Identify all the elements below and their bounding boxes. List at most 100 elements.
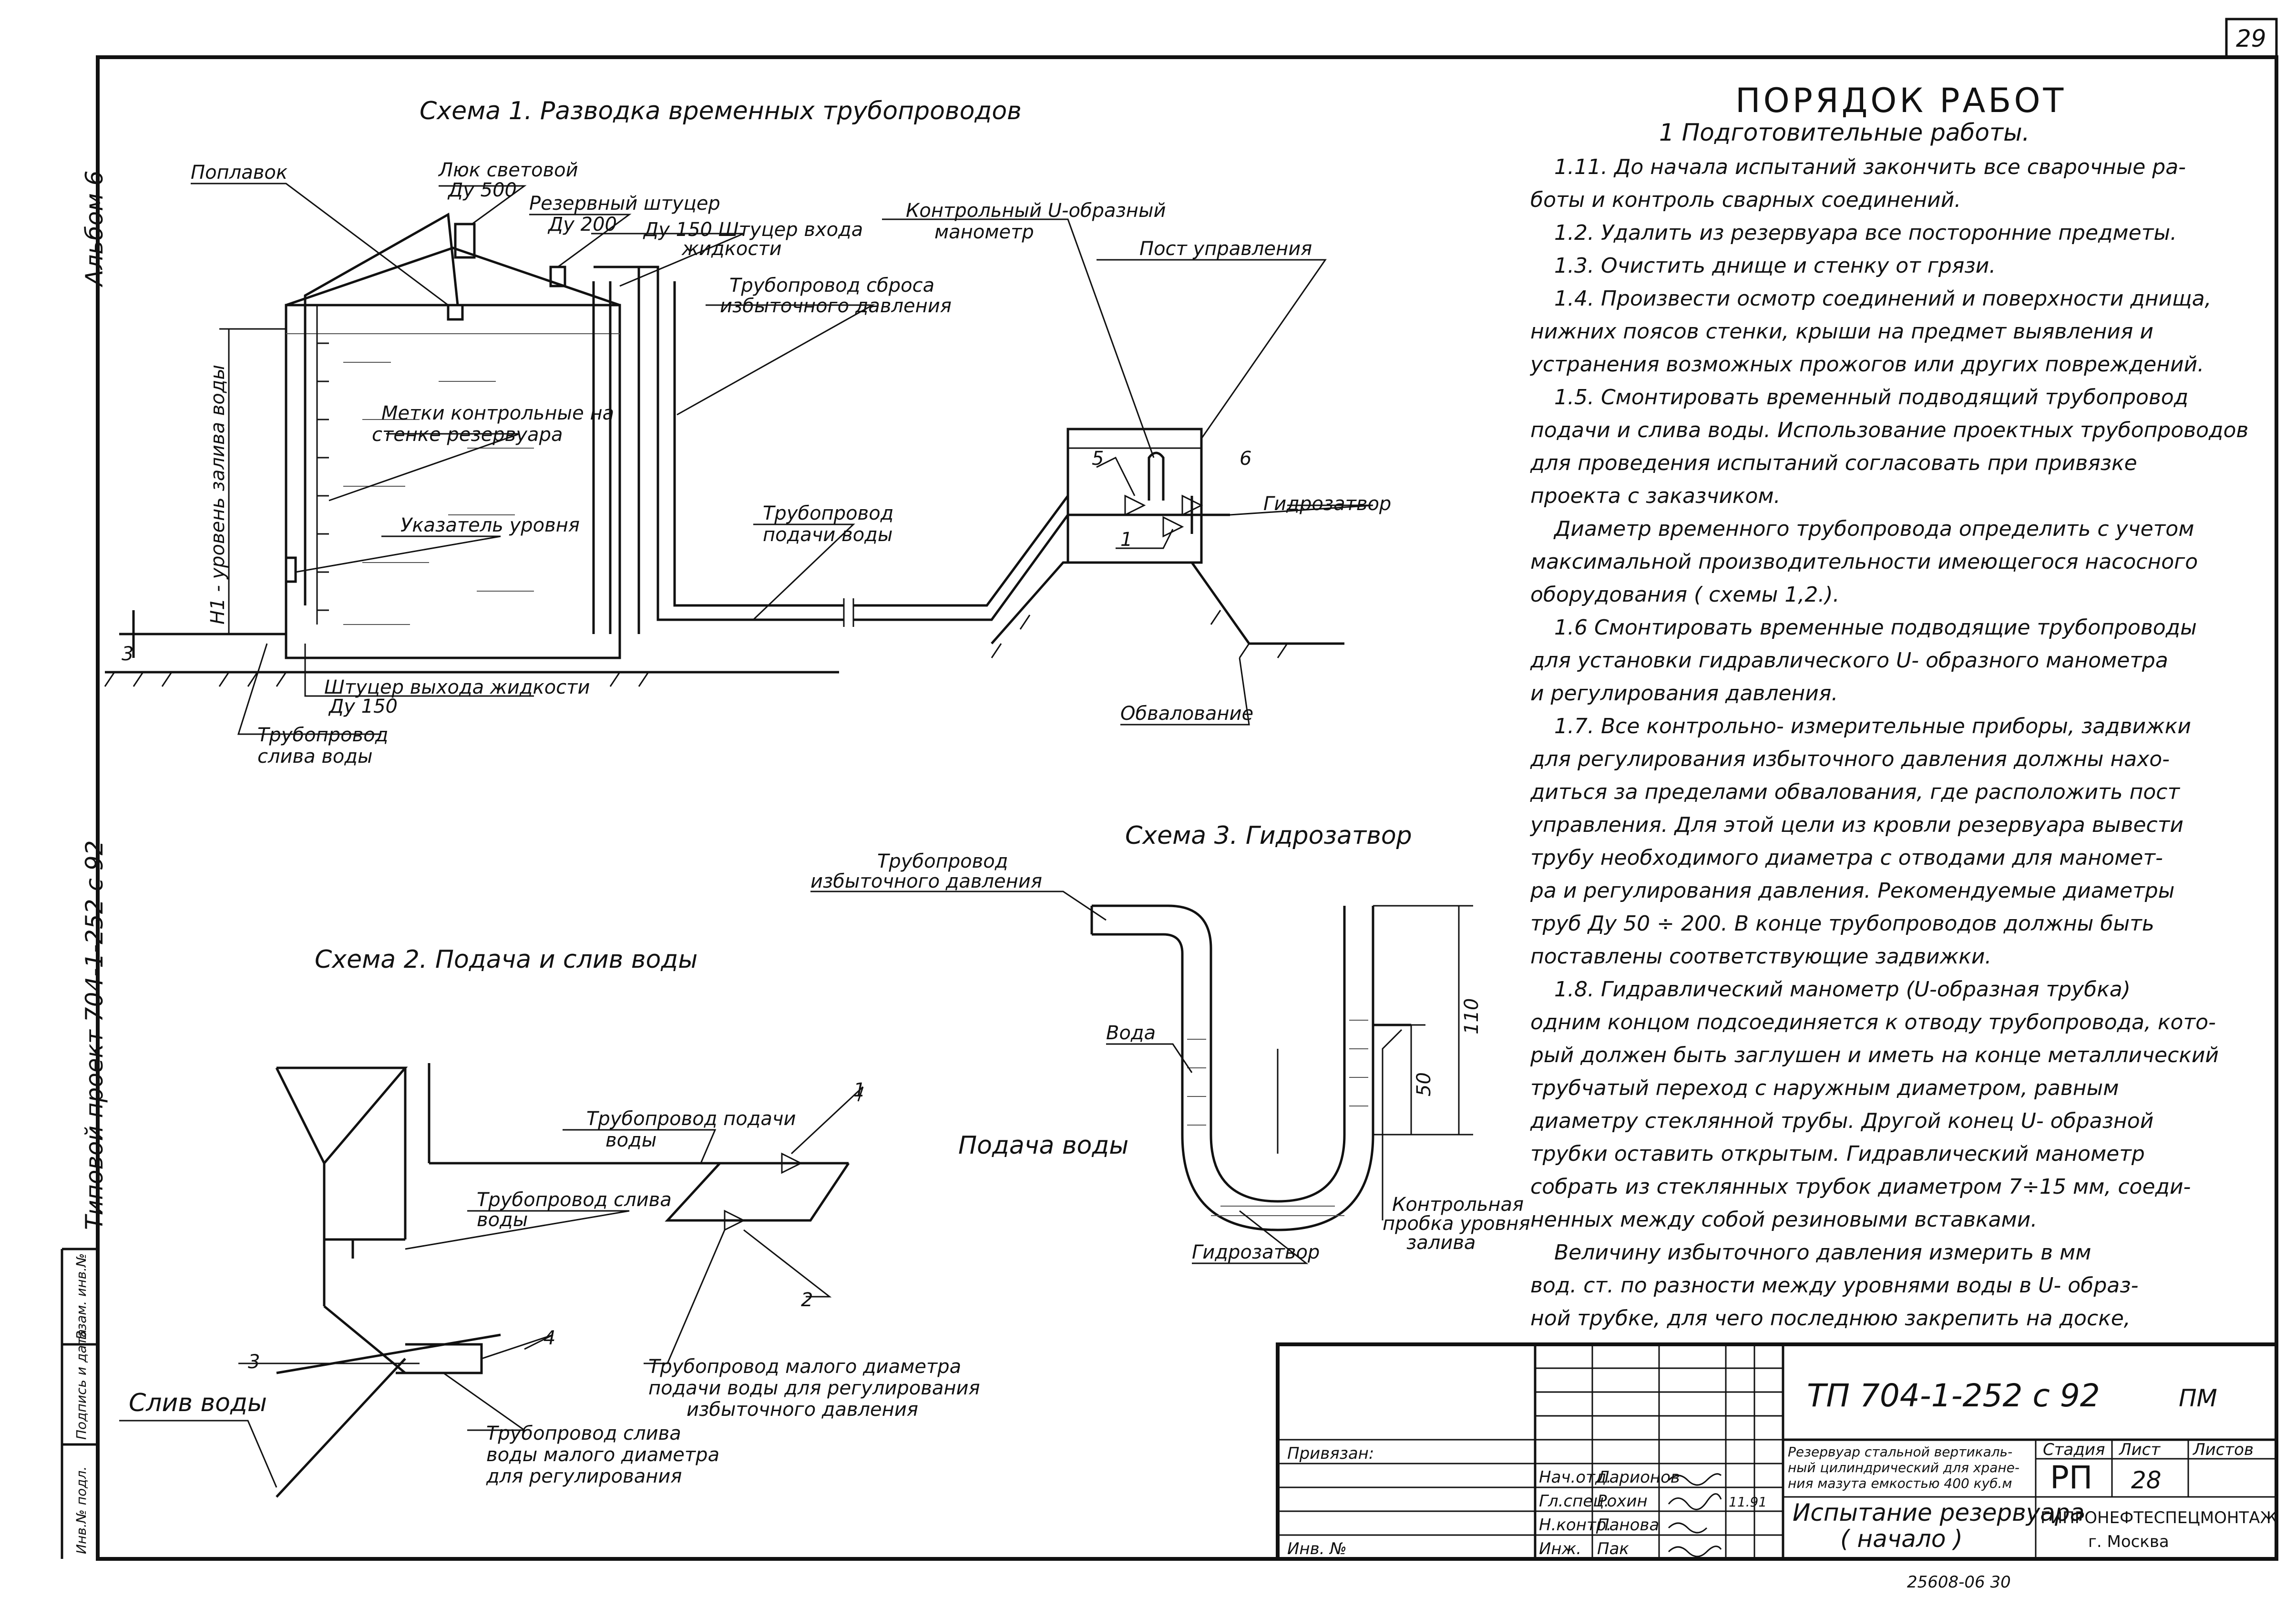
procedure-line: Величину избыточного давления измерить в… [1554,1240,2091,1265]
s2-number-3: 3 [248,1351,260,1373]
title-block: ТП 704-1-252 с 92 ПМ Привязан: Резервуар… [1276,1342,2278,1592]
procedure-line: для установки гидравлического U- образно… [1530,648,2168,673]
stamp-cell-sign: Подпись и дата [73,1329,89,1440]
stage-value: РП [2050,1459,2092,1496]
sheets-header: Листов [2192,1440,2254,1459]
attached-label: Привязан: [1287,1444,1374,1463]
org-name: ГИПРОНЕФТЕСПЕЦМОНТАЖ [2040,1508,2277,1527]
role-1: Нач.отд. [1539,1468,1611,1487]
procedure-line: максимальной производительности имеющего… [1530,550,2198,574]
manometer-label: Контрольный U-образный [906,200,1166,222]
procedure-line: ра и регулирования давления. Рекомендуем… [1530,879,2174,903]
overflow-pipe-2 [673,281,844,607]
inlet-label: Ду 150 Штуцер входа [643,219,863,241]
scheme-1-leaders [191,183,1374,735]
valve-1-label: 1 [1120,529,1132,551]
drain-manifold [396,1343,483,1374]
drain-pipe-label-2: воды [477,1209,528,1231]
procedure-line: вод. ст. по разности между уровнями воды… [1530,1273,2138,1298]
s2-number-1: 1 [853,1079,865,1101]
drain-water-label: Слив воды [129,1389,267,1417]
trap-water-label: Вода [1106,1022,1156,1044]
procedure-line: управления. Для этой цели из кровли резе… [1529,813,2183,837]
small-drain-label-2: воды малого диаметра [486,1444,719,1466]
scheme-1-title: Схема 1. Разводка временных трубопроводо… [420,97,1022,125]
overflow-label: Трубопровод сброса [729,275,934,297]
archive-number: 25608-06 30 [1907,1573,2011,1592]
s2-number-4: 4 [543,1327,555,1349]
procedure-line: 1.2. Удалить из резервуара все посторонн… [1554,221,2177,245]
valve-5-label: 5 [1092,448,1104,470]
inlet-label-2: жидкости [681,238,782,260]
level-marks [317,342,329,611]
doc-title-1: Испытание резервуара [1793,1499,2084,1526]
control-post [1066,428,1203,564]
scheme-3-title: Схема 3. Гидрозатвор [1125,821,1412,850]
outlet-dn: Ду 150 [328,696,398,717]
name-4: Пак [1597,1539,1629,1558]
procedure-line: подачи и слива воды. Использование проек… [1530,418,2248,442]
role-4: Инж. [1539,1539,1581,1558]
overflow-pipe-1 [639,266,844,621]
stage-header: Стадия [2043,1440,2105,1459]
inlet-pipe [594,266,640,634]
trap-pipe-label-2: избыточного давления [810,870,1042,892]
float-label: Поплавок [191,162,287,184]
reserve-label: Резервный штуцер [529,193,720,215]
seal-label: Гидрозатвор [1263,493,1391,515]
water-supply-label: Подача воды [958,1131,1128,1160]
float-rope [304,212,459,605]
small-drain-label: Трубопровод слива [486,1423,681,1444]
supply-label-2: подачи воды [763,524,892,546]
page-number-box [2225,18,2278,59]
small-drain-label-3: для регулирования [486,1465,682,1487]
procedure-line: ненных между собой резиновыми вставками. [1530,1208,2037,1232]
small-pipe [665,1162,850,1222]
page-number: 29 [2236,25,2266,52]
procedure-subheading: 1 Подготовительные работы. [1659,119,2030,146]
valve-1-s2 [781,1152,803,1174]
name-1: Ларионов [1596,1468,1680,1487]
drawing-mark: ПМ [2179,1384,2217,1412]
post-label: Пост управления [1139,238,1312,260]
marks-label-2: стенке резервуара [372,424,563,446]
procedure-line: трубчатый переход с наружным диаметром, … [1530,1076,2119,1100]
album-label: Альбом 6 [81,171,108,287]
object-line-1: Резервуар стальной вертикаль- [1788,1444,2012,1460]
procedure-line: проекта с заказчиком. [1530,484,1781,508]
procedure-line: ной трубке, для чего последнюю закрепить… [1530,1306,2131,1331]
procedure-line: собрать из стеклянных трубок диаметром 7… [1530,1175,2191,1199]
valve-1 [1162,516,1184,538]
scheme-3-leaders [810,891,1403,1264]
trap-pipe-label: Трубопровод [877,850,1008,872]
project-label: Типовой проект 704-1-252 с 92 [81,840,108,1230]
scheme-2-stand [277,1066,408,1306]
role-3: Н.контр. [1539,1516,1611,1535]
name-3: Панова [1597,1516,1659,1535]
embankment-label: Обвалование [1120,703,1253,725]
hatch-dn: Ду 500 [447,179,517,201]
tank-body [285,304,621,659]
plug-label-3: залива [1406,1232,1476,1254]
dim-110: 110 [1461,998,1483,1034]
procedure-line: для проведения испытаний согласовать при… [1530,451,2137,475]
small-pipe-label-3: избыточного давления [687,1399,918,1421]
outlet-label: Штуцер выхода жидкости [324,676,590,698]
level-indicator-label: Указатель уровня [400,514,580,536]
procedure-line: 1.4. Произвести осмотр соединений и пове… [1554,287,2212,311]
plug-label: Контрольная [1392,1194,1524,1216]
water-hatching [343,362,534,625]
org-city: г. Москва [2088,1532,2169,1551]
valve-5 [1124,494,1146,516]
object-line-2: ный цилиндрический для хране- [1788,1460,2019,1475]
scheme-2: Схема 2. Подача и слив воды Трубопровод … [119,945,1128,1498]
drain-label-2: слива воды [257,746,373,768]
dim-50: 50 [1413,1072,1435,1096]
valve-3-label: 3 [122,643,133,665]
scheme-2-leaders [119,1086,864,1488]
plug-label-2: пробка уровня [1383,1213,1530,1235]
float [447,304,464,321]
scheme-3: Схема 3. Гидрозатвор 110 50 Трубо [810,821,1530,1264]
role-2: Гл.спец. [1539,1492,1609,1511]
drain-pipe-label: Трубопровод слива [477,1189,672,1211]
